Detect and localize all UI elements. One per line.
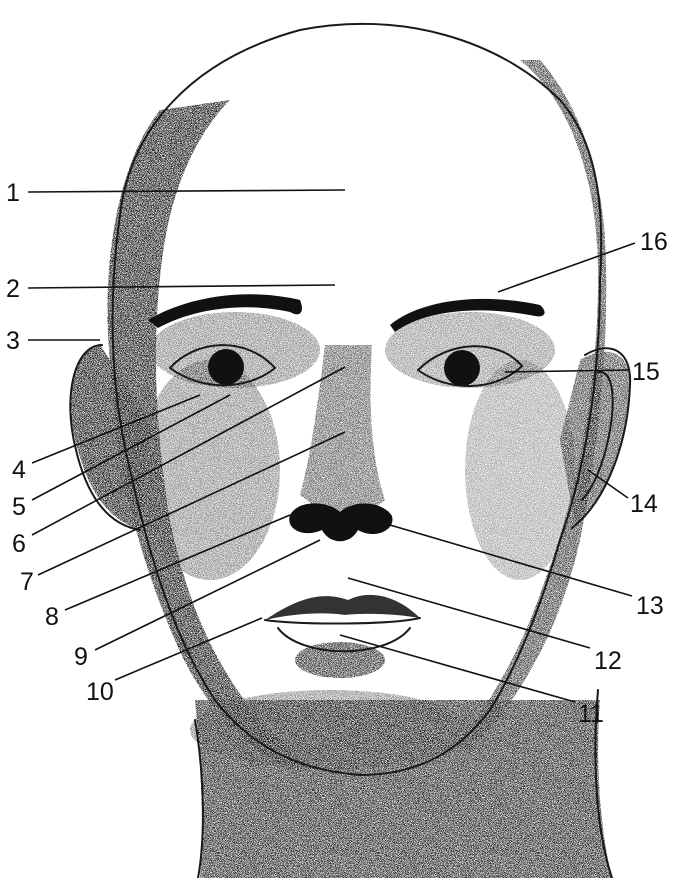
label-8: 8	[45, 603, 59, 631]
label-9: 9	[74, 643, 88, 671]
label-6: 6	[12, 530, 26, 558]
leader-2	[28, 285, 335, 288]
label-10: 10	[86, 678, 114, 706]
label-13: 13	[636, 592, 664, 620]
lip-line	[265, 618, 420, 624]
label-4: 4	[12, 456, 26, 484]
leader-16	[498, 243, 635, 292]
label-16: 16	[640, 228, 668, 256]
upper-lip	[265, 595, 420, 620]
label-7: 7	[20, 568, 34, 596]
leader-1	[28, 190, 345, 192]
label-2: 2	[6, 275, 20, 303]
left-pupil	[208, 349, 244, 385]
label-3: 3	[6, 327, 20, 355]
right-pupil	[444, 350, 480, 386]
label-14: 14	[630, 490, 658, 518]
label-12: 12	[594, 647, 622, 675]
label-5: 5	[12, 493, 26, 521]
label-15: 15	[632, 358, 660, 386]
label-11: 11	[578, 700, 604, 728]
label-1: 1	[6, 179, 20, 207]
